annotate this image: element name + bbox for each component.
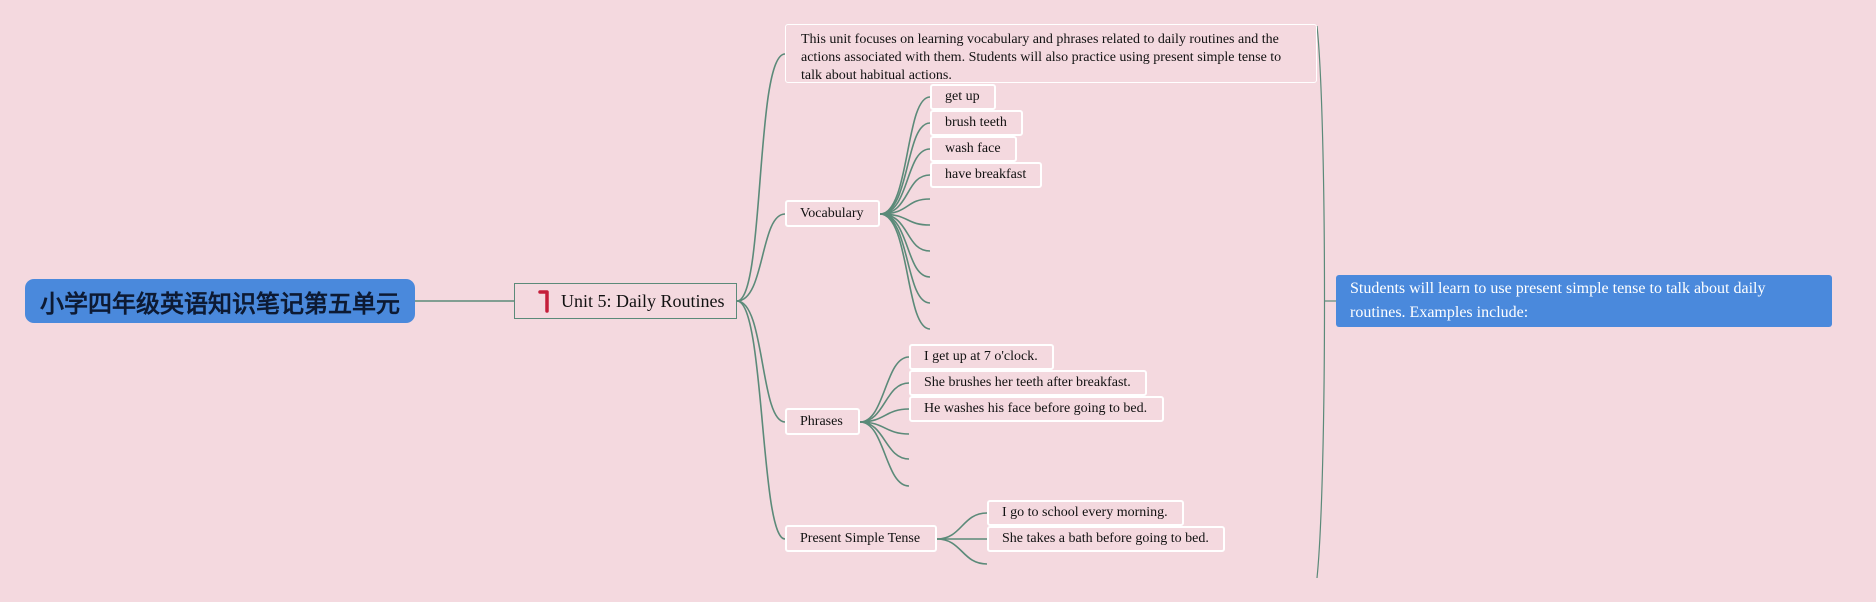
connector-vocab-2 [879,122,931,215]
tense-item-label: I go to school every morning. [1002,505,1168,520]
connector-vocab-1 [879,96,931,215]
vocab-item-label: brush teeth [945,115,1007,130]
main-topic-title: Unit 5: Daily Routines [561,290,725,311]
tense-item[interactable]: She takes a bath before going to bed. [987,526,1225,552]
connector-vocab-7 [879,213,931,252]
present-simple-label: Present Simple Tense [800,530,921,546]
summary-text: Students will learn to use present simpl… [1350,280,1766,321]
summary-bracket [1316,25,1326,579]
intro-note[interactable]: This unit focuses on learning vocabulary… [785,24,1317,83]
vocab-item-label: get up [945,89,980,104]
vocab-item[interactable]: wash face [930,136,1017,162]
connector-vocab-10 [879,213,931,330]
tense-item-label: She takes a bath before going to bed. [1002,531,1209,546]
connector-main-phrases [736,300,786,423]
root-topic[interactable]: 小学四年级英语知识笔记第五单元 [25,279,415,323]
phrase-item-label: I get up at 7 o'clock. [924,349,1038,364]
summary-note[interactable]: Students will learn to use present simpl… [1336,275,1832,327]
red-flag-icon [538,290,549,313]
connector-main-intro [736,53,786,302]
connector-vocab-9 [879,213,931,304]
present-simple-node[interactable]: Present Simple Tense [785,525,937,552]
phrase-item-label: He washes his face before going to bed. [924,401,1148,416]
connector-vocab-8 [879,213,931,278]
connector-vocab-3 [879,148,931,215]
phrases-label: Phrases [800,413,843,429]
intro-text: This unit focuses on learning vocabulary… [801,32,1282,83]
main-topic[interactable]: Unit 5: Daily Routines [514,283,737,319]
root-title: 小学四年级英语知识笔记第五单元 [40,289,400,318]
vocab-item[interactable]: have breakfast [930,162,1042,188]
connector-tense-1 [936,512,988,540]
connector-phrase-6 [859,421,910,487]
connector-main-vocabulary [736,213,786,302]
phrases-node[interactable]: Phrases [785,408,860,435]
vocabulary-node[interactable]: Vocabulary [785,200,880,227]
vocab-item-label: have breakfast [945,167,1027,182]
phrase-item-label: She brushes her teeth after breakfast. [924,375,1131,390]
connector-tense-3 [936,538,988,565]
tense-item[interactable]: I go to school every morning. [987,500,1184,526]
phrase-item[interactable]: He washes his face before going to bed. [909,396,1164,422]
vocab-item-label: wash face [945,141,1001,156]
vocab-item[interactable]: brush teeth [930,110,1023,136]
phrase-item[interactable]: I get up at 7 o'clock. [909,344,1054,370]
connector-phrase-1 [859,356,910,423]
vocab-item[interactable]: get up [930,84,996,110]
phrase-item[interactable]: She brushes her teeth after breakfast. [909,370,1147,396]
vocabulary-label: Vocabulary [800,205,864,221]
connector-main-present-simple [736,300,786,540]
